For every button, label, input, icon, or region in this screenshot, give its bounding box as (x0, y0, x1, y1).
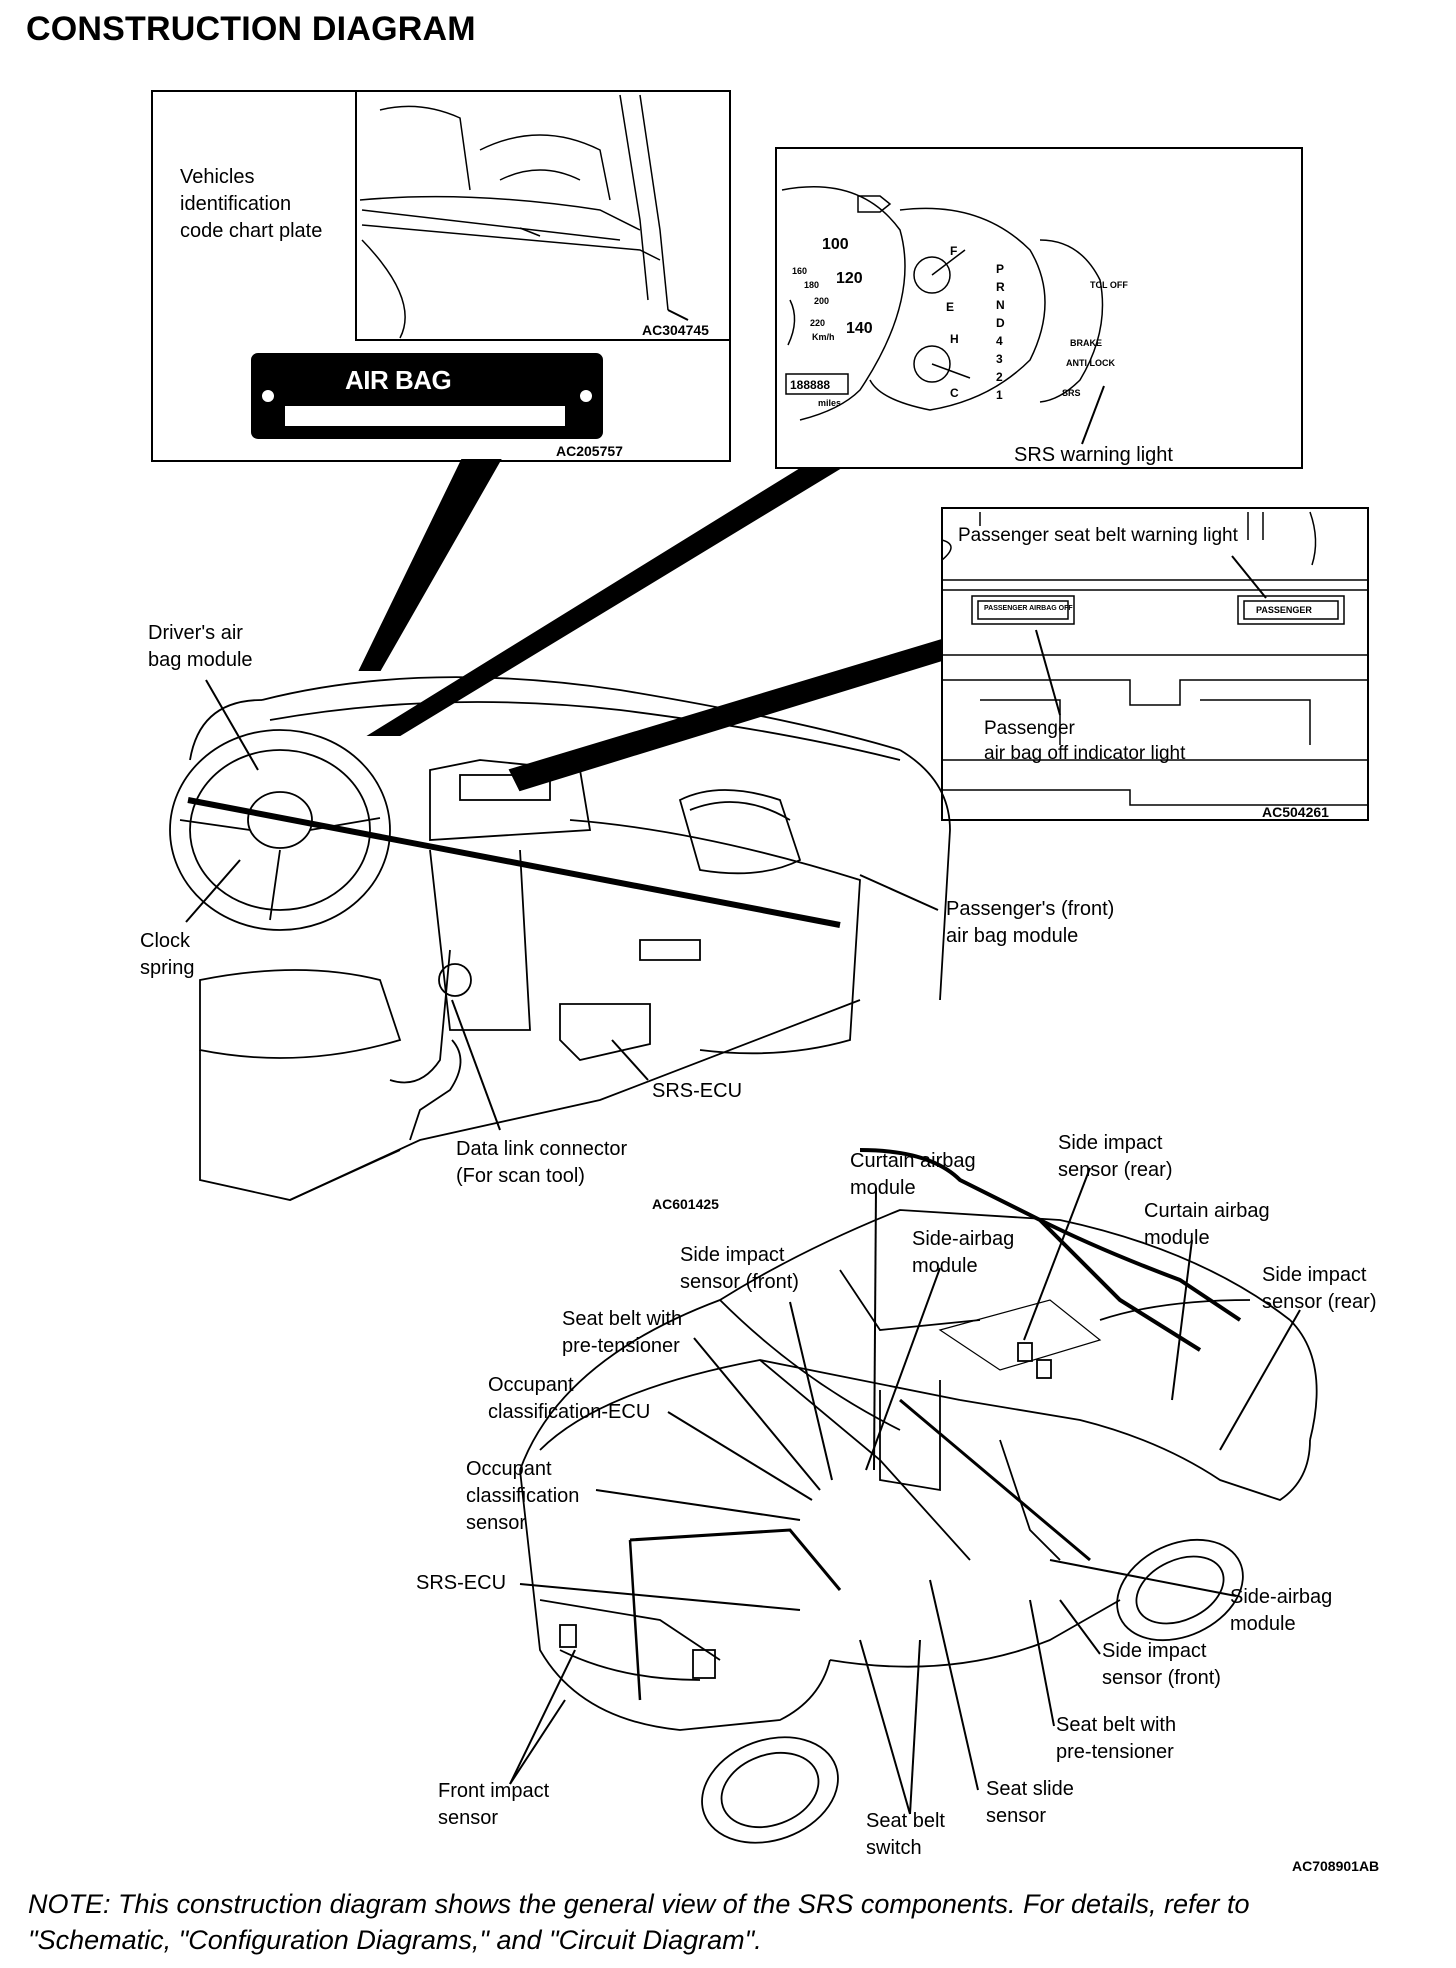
srs-warning-light-label: SRS warning light (1014, 444, 1173, 466)
passenger-indicator-sketch (941, 511, 1368, 806)
side-impact-rear-right-label: Side impact sensor (rear) (1262, 1264, 1377, 1313)
side-impact-front-top-label: Side impact sensor (front) (680, 1244, 799, 1293)
front-impact-label: Front impact sensor (438, 1780, 550, 1829)
gear-4: 4 (996, 334, 1003, 348)
odometer-unit: miles (818, 398, 842, 408)
indicator-srs: SRS (1062, 388, 1081, 398)
car-srs-ecu-label: SRS-ECU (416, 1572, 507, 1594)
side-airbag-top-label: Side-airbag module (912, 1228, 1015, 1277)
side-airbag-right-label: Side-airbag module (1230, 1586, 1333, 1635)
dash-code: AC601425 (652, 1196, 719, 1212)
windshield-sketch (359, 94, 669, 339)
windshield-photo-frame (355, 90, 731, 341)
curtain-airbag-right-label: Curtain airbag module (1144, 1200, 1270, 1249)
speed-mark-180: 180 (804, 280, 820, 290)
passenger-airbag-off-label: Passenger air bag off indicator light (984, 718, 1186, 764)
speed-mark-120: 120 (836, 270, 863, 287)
gauge-H: H (950, 332, 959, 346)
footnote: NOTE: This construction diagram shows th… (28, 1889, 1250, 1955)
callout-wedge-plate (358, 459, 502, 671)
seat-slide-label: Seat slide sensor (986, 1778, 1074, 1827)
odometer: 188888 (790, 378, 831, 392)
occupant-sensor-label: Occupant classification sensor (466, 1458, 580, 1534)
side-impact-rear-top-label: Side impact sensor (rear) (1058, 1132, 1173, 1181)
gauge-E: E (946, 300, 955, 314)
passenger-indicator-box (941, 507, 1369, 821)
indicator-tcl-off: TCL OFF (1090, 280, 1128, 290)
cluster-sketch (781, 186, 1104, 421)
gear-R: R (996, 280, 1005, 294)
airbag-plate-text: AIR BAG (345, 365, 452, 395)
callout-wedge-passenger (508, 638, 943, 792)
vin-plate-code: AC205757 (556, 443, 623, 459)
occupant-ecu-label: Occupant classification-ECU (488, 1374, 651, 1423)
speed-mark-140: 140 (846, 320, 873, 337)
clock-spring-label: Clock spring (140, 930, 195, 979)
page-title: CONSTRUCTION DIAGRAM (26, 10, 476, 48)
vin-plate-label: Vehicles identification code chart plate (180, 166, 323, 242)
indicator-anti-lock: ANTI LOCK (1066, 358, 1115, 368)
gear-2: 2 (996, 370, 1003, 384)
seat-belt-top-label: Seat belt with pre-tensioner (562, 1308, 683, 1357)
speed-mark-200: 200 (814, 296, 830, 306)
speed-mark-160: 160 (792, 266, 808, 276)
badge-passenger-airbag-off: PASSENGER AIRBAG OFF (984, 605, 1073, 612)
gear-N: N (996, 298, 1005, 312)
speed-mark-100: 100 (822, 236, 849, 253)
car-sketch (519, 1148, 1318, 1844)
badge-passenger: PASSENGER (1256, 605, 1312, 615)
dash-srs-ecu-label: SRS-ECU (652, 1080, 743, 1102)
dashboard-sketch (169, 676, 951, 1201)
gauge-C: C (950, 386, 959, 400)
data-link-label: Data link connector (For scan tool) (456, 1138, 628, 1187)
gear-3: 3 (996, 352, 1003, 366)
gear-1: 1 (996, 388, 1003, 402)
cluster-box (775, 147, 1303, 469)
indicator-brake: BRAKE (1070, 338, 1103, 348)
curtain-airbag-left-label: Curtain airbag module (850, 1150, 976, 1199)
passenger-seat-belt-warning-label: Passenger seat belt warning light (958, 525, 1238, 546)
speed-mark-220: 220 (810, 318, 826, 328)
windshield-photo-code: AC304745 (642, 322, 709, 338)
drivers-airbag-label: Driver's air bag module (148, 622, 253, 671)
gear-D: D (996, 316, 1005, 330)
seat-belt-switch-label: Seat belt switch (866, 1810, 945, 1859)
car-code: AC708901AB (1292, 1858, 1380, 1874)
gear-P: P (996, 262, 1005, 276)
seat-belt-right-label: Seat belt with pre-tensioner (1056, 1714, 1177, 1763)
side-impact-front-right-label: Side impact sensor (front) (1102, 1640, 1221, 1689)
passenger-box-code: AC504261 (1262, 804, 1329, 820)
callout-wedge-cluster (366, 467, 844, 736)
gauge-F: F (950, 244, 958, 258)
speed-unit: Km/h (812, 332, 835, 342)
passengers-airbag-label: Passenger's (front) air bag module (946, 898, 1115, 947)
